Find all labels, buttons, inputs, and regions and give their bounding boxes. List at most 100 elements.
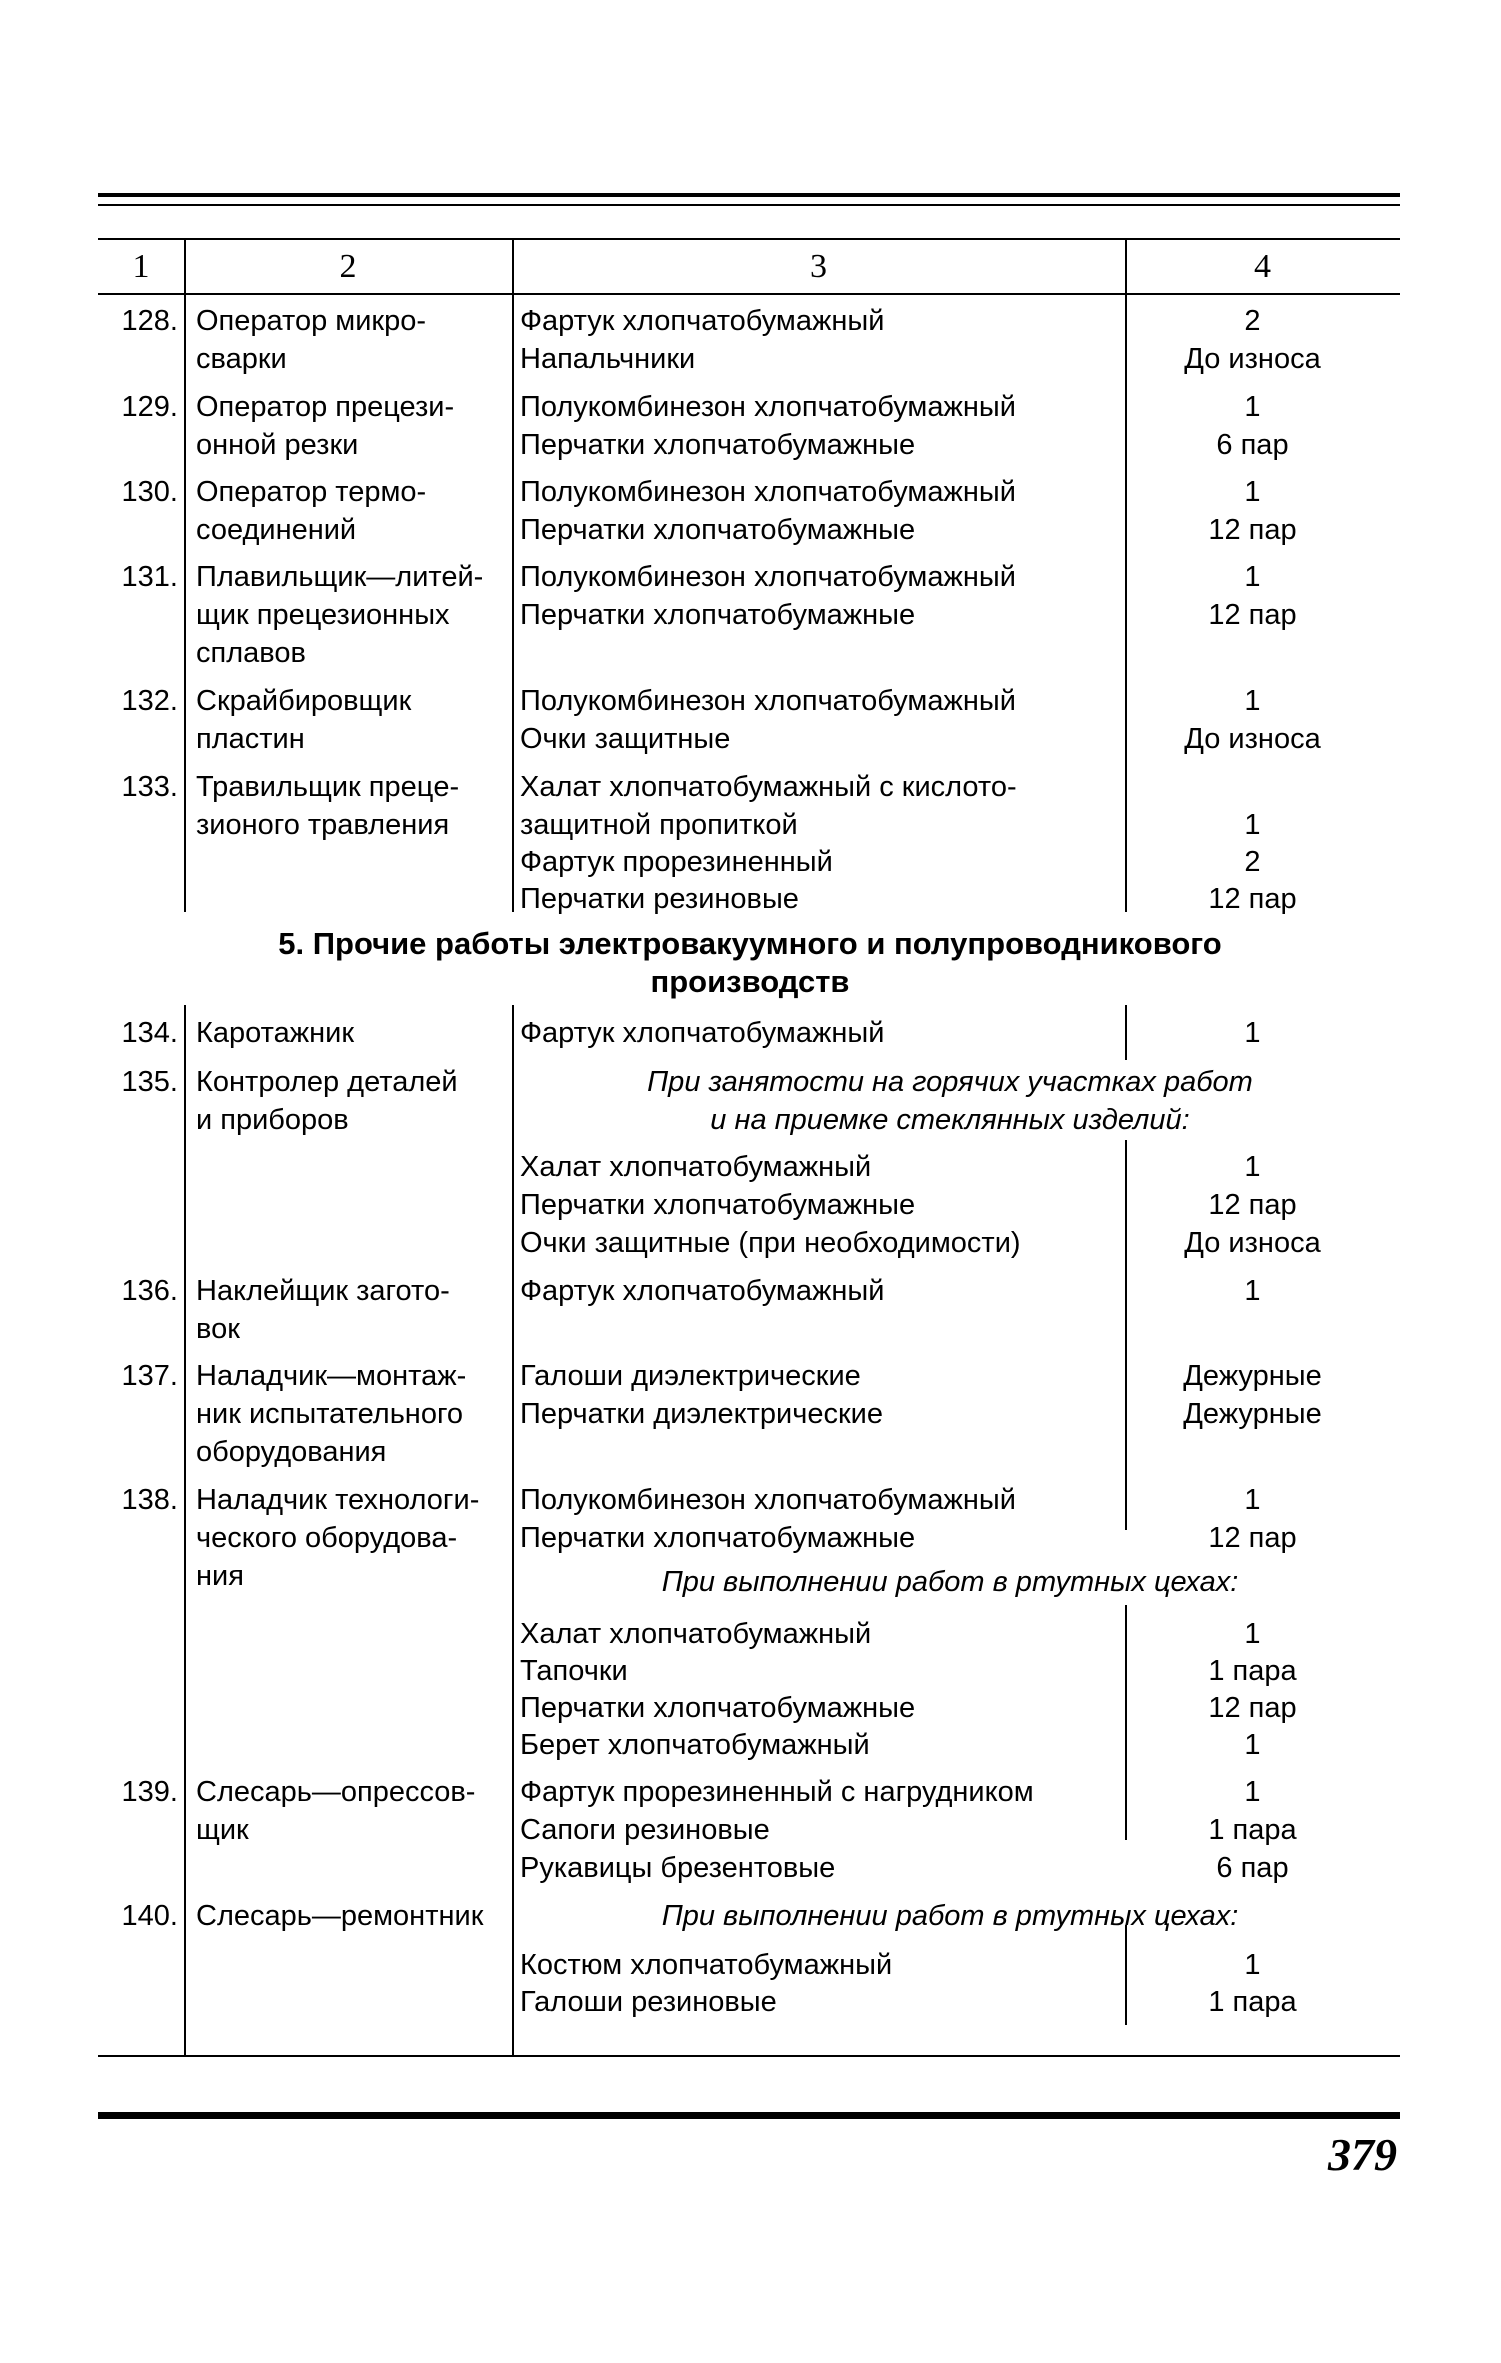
item-quantity: 1 xyxy=(1244,685,1261,717)
item-quantity: 1 xyxy=(1244,1776,1261,1808)
row-number: 140. xyxy=(121,1900,178,1932)
header-col-1: 1 xyxy=(132,248,150,285)
row-number: 129. xyxy=(121,391,178,423)
col-divider-3b-a xyxy=(1125,1005,1127,1060)
row-number: 137. xyxy=(121,1360,178,1392)
item-name: Полукомбинезон хлопчатобумажный xyxy=(520,561,1016,593)
item-name: Галоши резиновые xyxy=(520,1986,777,2018)
item-quantity: 12 пар xyxy=(1208,1522,1297,1554)
row-number: 138. xyxy=(121,1484,178,1516)
item-quantity: 1 xyxy=(1244,391,1261,423)
item-quantity: 6 пар xyxy=(1216,1852,1289,1884)
job-title-line: щик прецезионных xyxy=(196,599,450,631)
job-title-line: ческого оборудова- xyxy=(196,1522,458,1554)
item-quantity: Дежурные xyxy=(1183,1398,1322,1430)
item-name: Очки защитные xyxy=(520,723,731,755)
item-name: Напальчники xyxy=(520,343,696,375)
item-name: Перчатки хлопчатобумажные xyxy=(520,429,916,461)
header-top-line xyxy=(98,238,1400,240)
col-divider-1b xyxy=(184,1005,186,2057)
item-quantity: Дежурные xyxy=(1183,1360,1322,1392)
job-title-line: Наладчик технологи- xyxy=(196,1484,480,1516)
row-number: 133. xyxy=(121,771,178,803)
job-title-line: Наладчик—монтаж- xyxy=(196,1360,467,1392)
item-name: Фартук хлопчатобумажный xyxy=(520,305,885,337)
job-title-line: ник испытательного xyxy=(196,1398,464,1430)
item-quantity: 1 xyxy=(1244,809,1261,841)
col-divider-3a xyxy=(1125,238,1127,912)
job-title-line: ния xyxy=(196,1560,244,1592)
col-divider-2b xyxy=(512,1005,514,2057)
item-name: Костюм хлопчатобумажный xyxy=(520,1949,893,1981)
job-title-line: Оператор термо- xyxy=(196,476,427,508)
item-quantity: 1 xyxy=(1244,1275,1261,1307)
item-quantity: 2 xyxy=(1244,846,1261,878)
job-title-line: вок xyxy=(196,1313,240,1345)
item-name: Фартук хлопчатобумажный xyxy=(520,1017,885,1049)
footer-rule xyxy=(98,2112,1400,2119)
item-name: Халат хлопчатобумажный xyxy=(520,1618,872,1650)
row-number: 139. xyxy=(121,1776,178,1808)
table-bottom-line xyxy=(98,2055,1400,2057)
item-name: Перчатки хлопчатобумажные xyxy=(520,1692,916,1724)
item-name: Халат хлопчатобумажный с кислото- xyxy=(520,771,1017,803)
condition-note: При занятости на горячих участках работ xyxy=(647,1066,1253,1098)
row-number: 128. xyxy=(121,305,178,337)
job-title-line: Каротажник xyxy=(196,1017,355,1049)
job-title-line: оборудования xyxy=(196,1436,387,1468)
item-name: Фартук прорезиненный xyxy=(520,846,833,878)
job-title-line: пластин xyxy=(196,723,305,755)
section-title-line: производств xyxy=(650,964,850,999)
item-quantity: 1 xyxy=(1244,1151,1261,1183)
job-title-line: Слесарь—опрессов- xyxy=(196,1776,476,1808)
job-title-line: Оператор прецези- xyxy=(196,391,455,423)
job-title-line: онной резки xyxy=(196,429,359,461)
top-rule-thick xyxy=(98,193,1400,197)
item-name: Полукомбинезон хлопчатобумажный xyxy=(520,1484,1016,1516)
job-title-line: Оператор микро- xyxy=(196,305,427,337)
item-quantity: 1 пара xyxy=(1208,1986,1297,2018)
item-quantity: 1 xyxy=(1244,476,1261,508)
page-number: 379 xyxy=(1328,2129,1397,2180)
item-name: Сапоги резиновые xyxy=(520,1814,770,1846)
item-quantity: 1 xyxy=(1244,1949,1261,1981)
row-number: 136. xyxy=(121,1275,178,1307)
item-name: Полукомбинезон хлопчатобумажный xyxy=(520,685,1016,717)
item-quantity: 1 xyxy=(1244,1484,1261,1516)
item-name: Очки защитные (при необходимости) xyxy=(520,1227,1021,1259)
item-quantity: 12 пар xyxy=(1208,514,1297,546)
item-quantity: 1 xyxy=(1244,561,1261,593)
item-quantity: 12 пар xyxy=(1208,599,1297,631)
job-title-line: и приборов xyxy=(196,1104,349,1136)
header-col-4: 4 xyxy=(1254,248,1271,285)
item-quantity: 6 пар xyxy=(1216,429,1289,461)
item-name: Перчатки хлопчатобумажные xyxy=(520,514,916,546)
item-name: Полукомбинезон хлопчатобумажный xyxy=(520,391,1016,423)
col-divider-3b-b xyxy=(1125,1140,1127,1530)
row-number: 130. xyxy=(121,476,178,508)
item-name: защитной пропиткой xyxy=(520,809,798,841)
item-name: Перчатки диэлектрические xyxy=(520,1398,883,1430)
item-name: Фартук хлопчатобумажный xyxy=(520,1275,885,1307)
section-title-line: 5. Прочие работы электровакуумного и пол… xyxy=(278,926,1222,961)
item-name: Берет хлопчатобумажный xyxy=(520,1729,870,1761)
item-name: Тапочки xyxy=(520,1655,628,1687)
item-name: Перчатки хлопчатобумажные xyxy=(520,1522,916,1554)
row-number: 131. xyxy=(121,561,178,593)
job-title-line: Контролер деталей xyxy=(196,1066,458,1098)
item-quantity: 1 пара xyxy=(1208,1814,1297,1846)
condition-note: и на приемке стеклянных изделий: xyxy=(710,1104,1190,1136)
header-col-2: 2 xyxy=(339,248,357,285)
col-divider-2a xyxy=(512,238,514,912)
item-quantity: 12 пар xyxy=(1208,1692,1297,1724)
job-title-line: сплавов xyxy=(196,637,306,669)
job-title-line: щик xyxy=(196,1814,249,1846)
item-name: Перчатки резиновые xyxy=(520,883,799,915)
row-number: 134. xyxy=(121,1017,178,1049)
item-quantity: До износа xyxy=(1184,723,1321,755)
item-quantity: 1 xyxy=(1244,1017,1261,1049)
top-rule-thin xyxy=(98,204,1400,206)
job-title-line: сварки xyxy=(196,343,287,375)
item-name: Рукавицы брезентовые xyxy=(520,1852,836,1884)
